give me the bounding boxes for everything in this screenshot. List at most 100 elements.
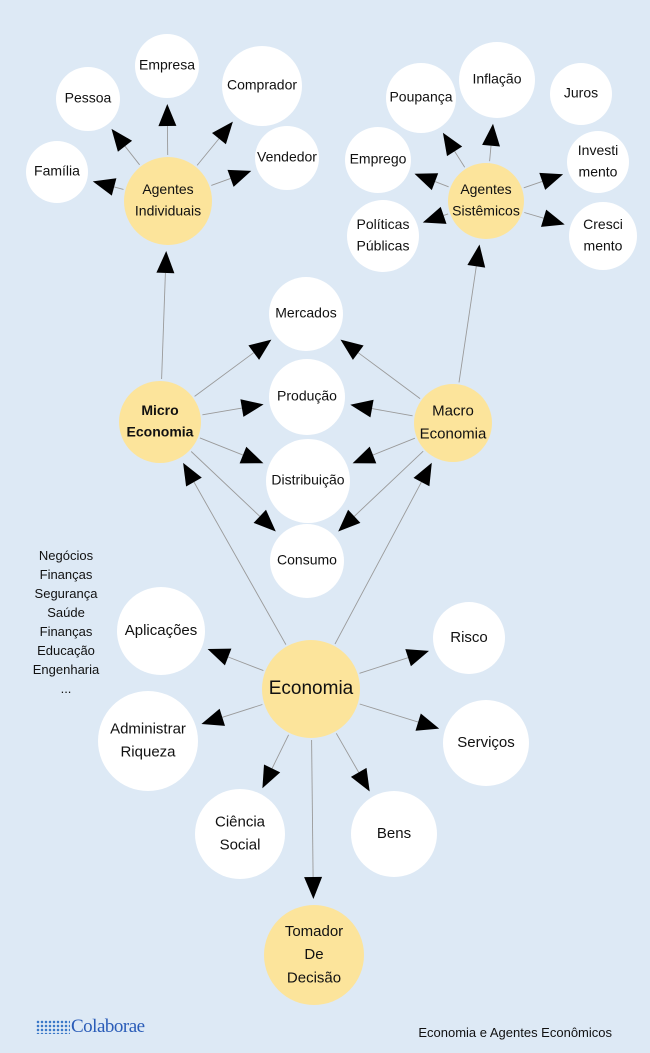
edge-line [271, 734, 290, 769]
node-label: Empresa [139, 57, 195, 73]
edge-agentes-sistemicos-to-politicas-publicas [422, 206, 449, 224]
arrowhead-icon [442, 132, 463, 157]
node-economia: Economia [262, 640, 360, 738]
node-consumo: Consumo [270, 524, 344, 598]
area-item: ... [60, 681, 72, 696]
node-circle [269, 277, 343, 351]
logo-dots-icon [36, 1020, 70, 1034]
node-label: mento [584, 238, 623, 254]
edge-agentes-sistemicos-to-poupanca [442, 132, 466, 168]
diagram-edges [92, 104, 565, 899]
node-label: mento [579, 164, 618, 180]
node-label: Comprador [227, 77, 297, 93]
arrowhead-icon [304, 876, 323, 899]
edge-line [454, 151, 466, 168]
edge-line [124, 145, 140, 166]
edge-macro-economia-to-agentes-sistemicos [458, 244, 486, 383]
arrowhead-icon [158, 104, 177, 127]
edge-line [202, 407, 242, 416]
node-label: Agentes [460, 181, 511, 197]
edge-micro-economia-to-consumo [190, 451, 276, 532]
node-circle [567, 131, 629, 193]
node-circle [550, 63, 612, 125]
node-label: Economia [269, 678, 354, 699]
edge-micro-economia-to-agentes-individuais [156, 251, 175, 380]
node-circle [569, 202, 637, 270]
node-label: Pessoa [65, 90, 112, 106]
edge-economia-to-risco [359, 649, 429, 674]
node-label: Risco [450, 629, 488, 646]
area-item: Negócios [38, 548, 94, 563]
node-label: Aplicações [125, 622, 198, 639]
node-producao: Produção [269, 359, 345, 435]
node-label: Distribuição [271, 472, 344, 488]
node-circle [386, 63, 456, 133]
area-item: Finanças [39, 567, 93, 582]
edge-line [359, 657, 409, 674]
node-circle [443, 700, 529, 786]
diagram-nodes: AgentesIndividuaisFamíliaPessoaEmpresaCo… [26, 34, 637, 1005]
node-distribuicao: Distribuição [266, 439, 350, 523]
arrowhead-icon [253, 509, 276, 532]
node-circle [264, 905, 364, 1005]
arrowhead-icon [352, 446, 377, 464]
edge-line [489, 145, 492, 162]
node-label: Públicas [357, 238, 410, 254]
node-label: Agentes [142, 181, 193, 197]
arrowhead-icon [467, 244, 486, 268]
area-item: Segurança [34, 586, 98, 601]
node-label: Poupança [389, 89, 452, 105]
edge-agentes-individuais-to-familia [92, 178, 124, 196]
node-pessoa: Pessoa [56, 67, 120, 131]
arrowhead-icon [541, 209, 565, 227]
node-inflacao: Inflação [459, 42, 535, 118]
arrowhead-icon [262, 764, 281, 789]
edge-line [199, 437, 244, 456]
edge-agentes-sistemicos-to-inflacao [482, 123, 500, 162]
node-label: Tomador [285, 923, 343, 940]
edge-agentes-sistemicos-to-investimento [523, 172, 564, 190]
node-label: Bens [377, 825, 411, 842]
node-circle [222, 46, 302, 126]
edge-line [113, 186, 124, 190]
node-label: Ciência [215, 813, 266, 830]
node-circle [345, 127, 411, 193]
node-circle [255, 126, 319, 190]
edge-line [222, 704, 263, 718]
edge-line [359, 703, 419, 723]
arrowhead-icon [207, 648, 232, 666]
node-circle [124, 157, 212, 245]
arrowhead-icon [422, 206, 447, 224]
edge-agentes-individuais-to-vendedor [211, 169, 252, 187]
edge-economia-to-bens [335, 733, 370, 792]
node-label: Juros [564, 85, 598, 101]
arrowhead-icon [212, 121, 233, 145]
node-empresa: Empresa [135, 34, 199, 98]
edge-economia-to-aplicacoes [207, 648, 264, 672]
node-label: Macro [432, 402, 474, 419]
node-emprego: Emprego [345, 127, 411, 193]
node-label: Produção [277, 388, 337, 404]
node-label: Administrar [110, 720, 186, 737]
edge-line [194, 352, 254, 397]
node-mercados: Mercados [269, 277, 343, 351]
node-circle [269, 359, 345, 435]
node-circle [347, 200, 419, 272]
node-poupanca: Poupança [386, 63, 456, 133]
arrowhead-icon [239, 446, 264, 464]
area-item: Educação [37, 643, 95, 658]
edge-agentes-individuais-to-comprador [196, 121, 233, 166]
node-circle [433, 602, 505, 674]
edge-micro-economia-to-mercados [194, 339, 272, 397]
node-label: Consumo [277, 552, 337, 568]
arrowhead-icon [183, 462, 202, 487]
node-circle [135, 34, 199, 98]
edge-micro-economia-to-producao [202, 399, 264, 417]
arrowhead-icon [414, 173, 439, 191]
node-risco: Risco [433, 602, 505, 674]
